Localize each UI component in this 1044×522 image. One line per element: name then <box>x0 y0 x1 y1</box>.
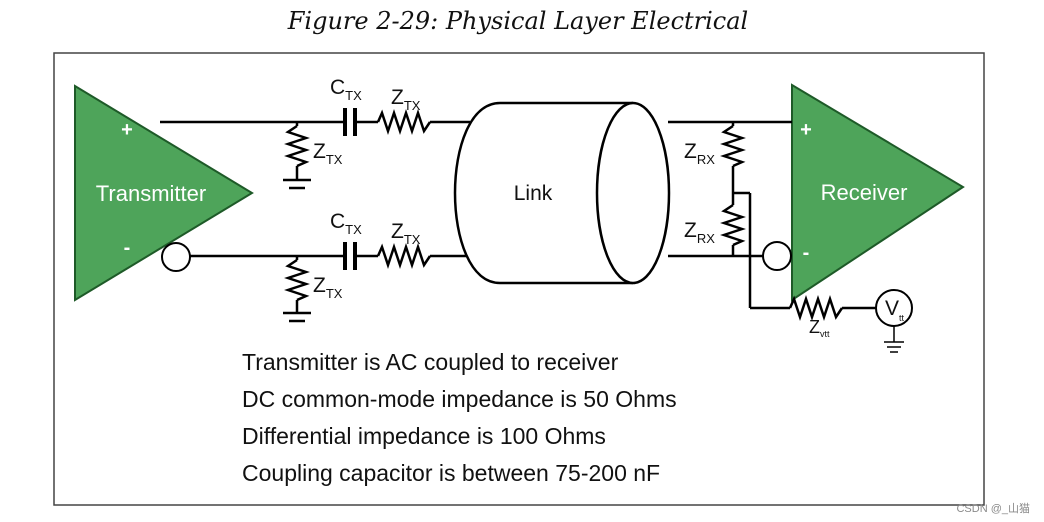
bottom-shunt-resistor <box>283 256 311 323</box>
link-cable <box>453 101 671 285</box>
figure-caption: Figure 2-29: Physical Layer Electrical <box>287 7 748 35</box>
transmitter-inversion-bubble <box>161 242 191 272</box>
transmitter-plus: + <box>121 119 133 141</box>
note-line: Transmitter is AC coupled to receiver <box>242 349 619 375</box>
top-coupling-capacitor <box>343 108 357 136</box>
transmitter-amplifier: Transmitter + - <box>74 84 254 302</box>
ctx-bottom-label: CTX <box>330 210 362 237</box>
watermark: CSDN @_山猫 <box>956 502 1030 515</box>
receiver-triangle <box>791 83 965 302</box>
diagram-frame <box>53 52 985 506</box>
transmitter-triangle <box>74 84 254 302</box>
receiver-label: Receiver <box>821 180 908 205</box>
transmitter-minus: - <box>124 237 131 259</box>
bottom-coupling-capacitor <box>343 242 357 270</box>
top-shunt-resistor <box>283 122 311 190</box>
receiver-minus: - <box>803 242 810 264</box>
transmitter-label: Transmitter <box>96 181 206 206</box>
ztx-shunt-bottom-label: ZTX <box>313 274 343 301</box>
positive-signal-line <box>160 109 792 135</box>
receiver-amplifier: Receiver + - <box>791 83 965 302</box>
note-line: Coupling capacitor is between 75-200 nF <box>242 460 660 486</box>
receiver-inversion-bubble <box>762 241 792 271</box>
ztx-shunt-top-label: ZTX <box>313 140 343 167</box>
note-line: Differential impedance is 100 Ohms <box>242 423 606 449</box>
ztx-series-top-label: ZTX <box>391 86 421 113</box>
vtt-ground <box>884 326 904 353</box>
zrx-top-label: ZRX <box>684 140 715 167</box>
zvtt-label: Zvtt <box>809 317 830 339</box>
receiver-termination <box>720 122 876 321</box>
ctx-top-label: CTX <box>330 76 362 103</box>
zrx-bottom-label: ZRX <box>684 219 715 246</box>
negative-signal-line <box>190 243 763 269</box>
vtt-label: Vtt <box>885 297 905 323</box>
link-label: Link <box>514 182 553 205</box>
ztx-series-bottom-label: ZTX <box>391 220 421 247</box>
note-line: DC common-mode impedance is 50 Ohms <box>242 386 677 412</box>
receiver-plus: + <box>800 119 812 141</box>
